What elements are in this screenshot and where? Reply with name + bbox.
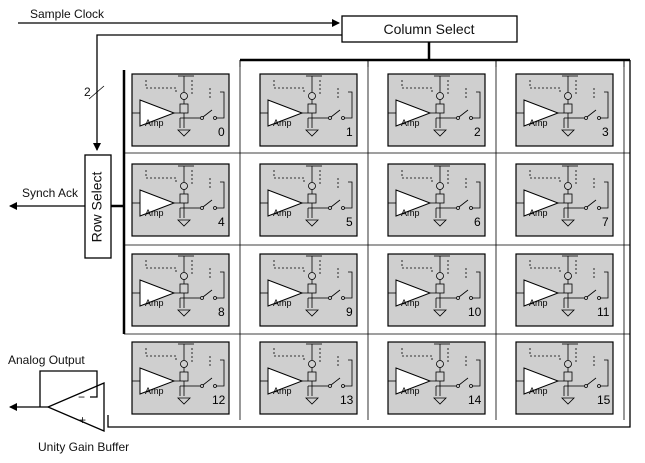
svg-text:Amp: Amp: [401, 386, 420, 396]
cell-number: 1: [346, 125, 353, 139]
svg-text:Amp: Amp: [529, 208, 548, 218]
cell-number: 5: [346, 215, 353, 229]
buffer-minus-label: −: [78, 390, 85, 404]
svg-text:Amp: Amp: [401, 298, 420, 308]
cell-number: 3: [602, 125, 609, 139]
svg-text:Amp: Amp: [273, 208, 292, 218]
cell-1: Amp 1: [259, 73, 358, 147]
svg-text:Amp: Amp: [401, 208, 420, 218]
cell-5: Amp 5: [259, 163, 358, 237]
cell-number: 11: [597, 305, 610, 319]
output-bus-line: [107, 60, 631, 428]
column-select-label: Column Select: [383, 21, 474, 37]
cell-7: Amp 7: [515, 163, 614, 237]
bus-width-label: 2: [84, 85, 91, 99]
svg-text:Amp: Amp: [529, 386, 548, 396]
cell-9: Amp 9: [259, 253, 358, 327]
cell-number: 7: [602, 215, 609, 229]
cell-number: 4: [218, 215, 225, 229]
clock-to-row-select-line: [93, 34, 342, 151]
sample-clock-label: Sample Clock: [30, 7, 105, 21]
analog-output-label: Analog Output: [8, 353, 85, 367]
cell-2: Amp 2: [387, 73, 486, 147]
svg-text:Amp: Amp: [145, 298, 164, 308]
cell-number: 8: [218, 305, 225, 319]
feedback-line: [39, 370, 98, 407]
cell-number: 10: [468, 305, 482, 319]
svg-text:Amp: Amp: [529, 298, 548, 308]
cell-6: Amp 6: [387, 163, 486, 237]
unity-gain-buffer-symbol: [46, 382, 105, 432]
cell-12: Amp 12: [131, 341, 230, 415]
synch-ack-label: Synch Ack: [22, 186, 79, 200]
cell-11: Amp 11: [515, 253, 614, 327]
unity-gain-buffer-label: Unity Gain Buffer: [38, 440, 129, 454]
cell-3: Amp 3: [515, 73, 614, 147]
svg-text:Amp: Amp: [273, 298, 292, 308]
svg-text:Amp: Amp: [145, 386, 164, 396]
cell-number: 0: [218, 125, 225, 139]
cell-number: 14: [468, 393, 482, 407]
cell-15: Amp 15: [515, 341, 614, 415]
cell-0: Amp 0: [131, 73, 230, 147]
svg-text:Amp: Amp: [273, 386, 292, 396]
cell-8: Amp 8: [131, 253, 230, 327]
svg-text:Amp: Amp: [145, 208, 164, 218]
svg-text:Amp: Amp: [273, 118, 292, 128]
cell-number: 13: [340, 393, 354, 407]
column-select-box: [341, 15, 518, 43]
cell-number: 15: [597, 393, 611, 407]
cell-number: 2: [474, 125, 481, 139]
buffer-plus-label: +: [79, 413, 86, 427]
cell-number: 9: [346, 305, 353, 319]
svg-text:Amp: Amp: [401, 118, 420, 128]
cell-4: Amp 4: [131, 163, 230, 237]
svg-text:Amp: Amp: [145, 118, 164, 128]
cell-14: Amp 14: [387, 341, 486, 415]
cell-number: 12: [212, 393, 226, 407]
svg-text:Amp: Amp: [529, 118, 548, 128]
cell-13: Amp 13: [259, 341, 358, 415]
row-select-label: Row Select: [89, 171, 105, 242]
cell-10: Amp 10: [387, 253, 486, 327]
cell-number: 6: [474, 215, 481, 229]
